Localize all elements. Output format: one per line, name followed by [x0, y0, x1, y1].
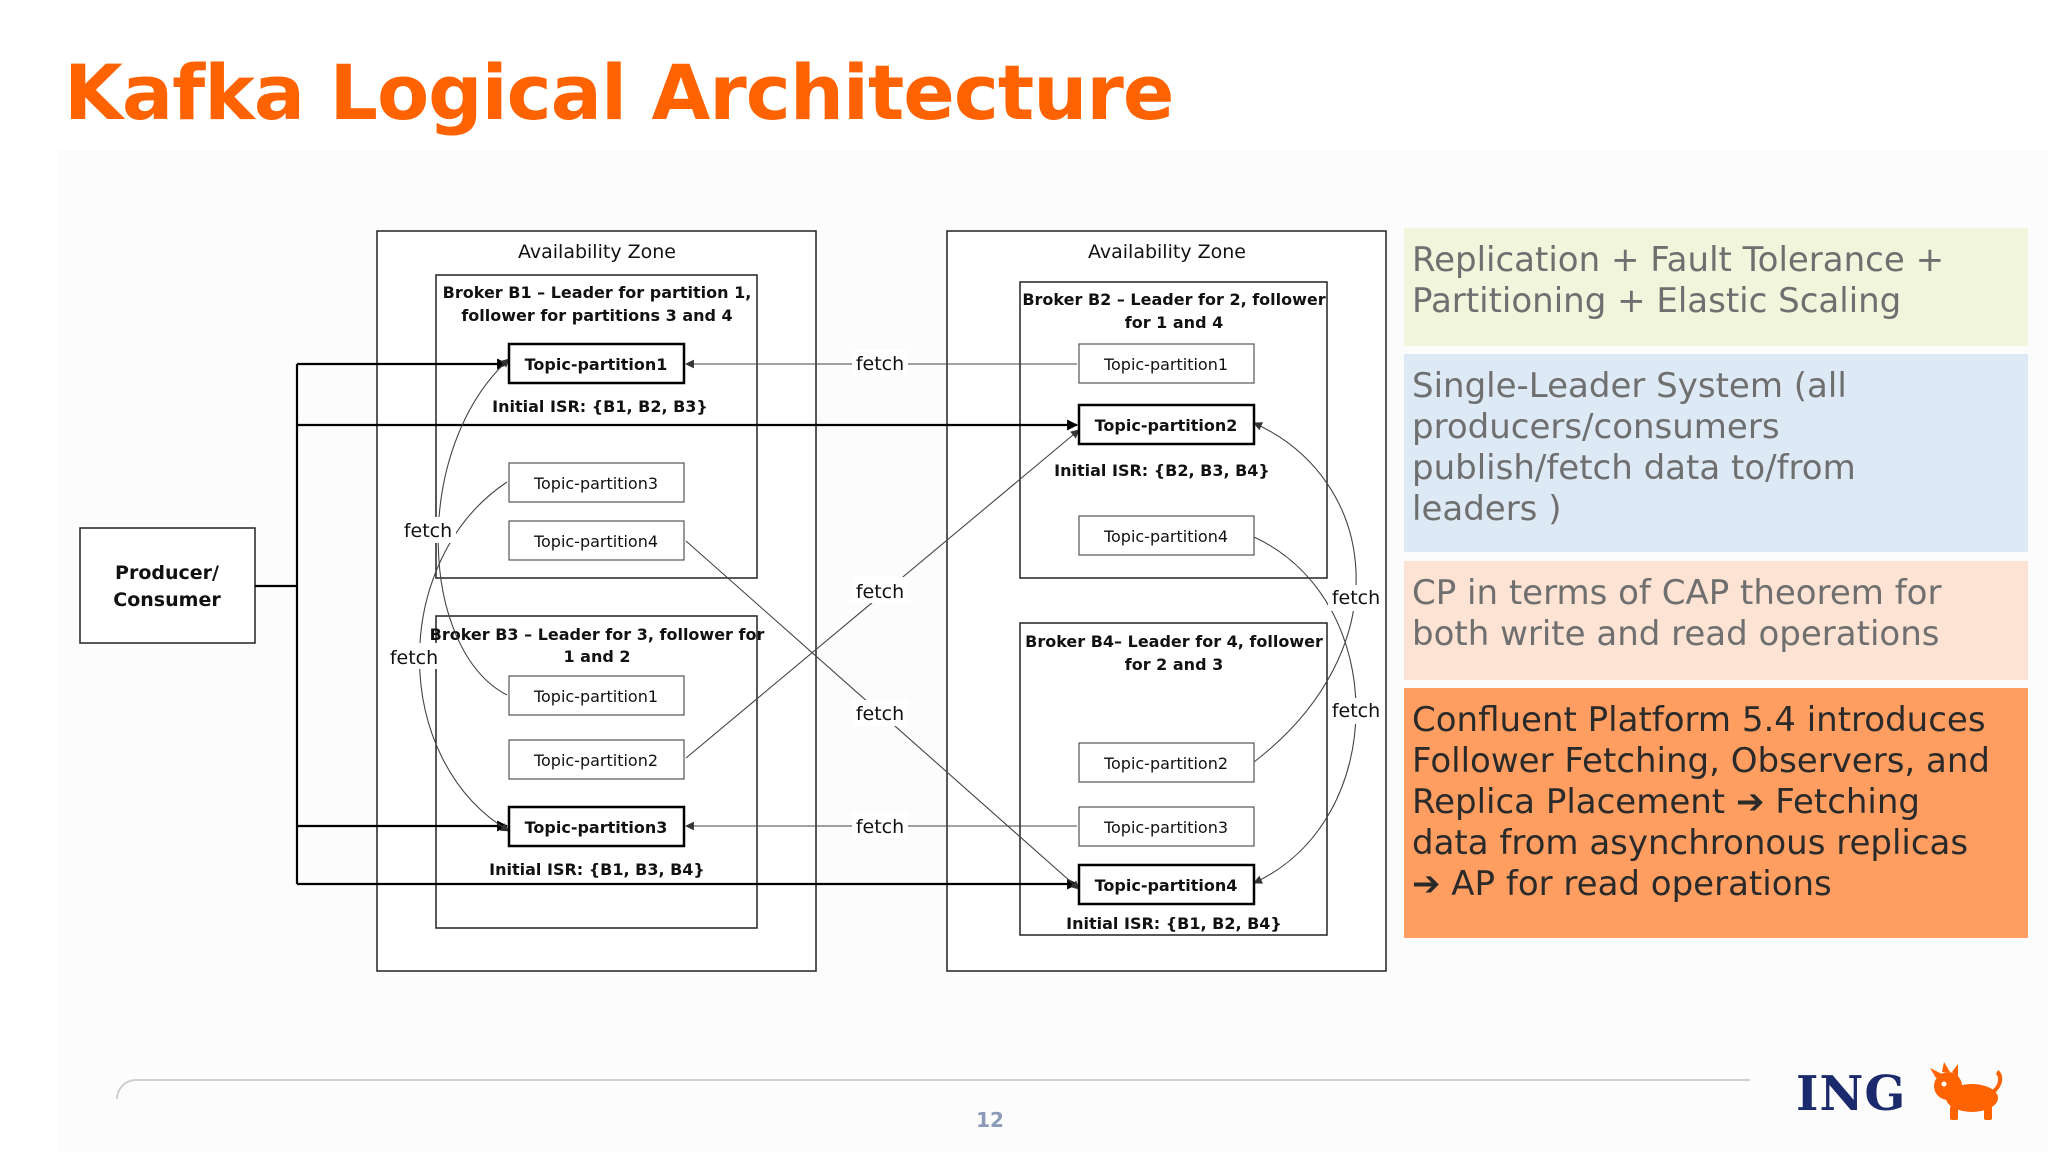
architecture-diagram: Availability Zone Availability Zone Brok…	[79, 230, 1387, 972]
b2-partition-4-label: Topic-partition4	[1103, 527, 1228, 546]
broker-b4-title-line1: Broker B4– Leader for 4, follower	[1025, 632, 1323, 651]
slide-title: Kafka Logical Architecture	[64, 48, 1174, 137]
info-box-line: Confluent Platform 5.4 introduces	[1412, 700, 1986, 740]
broker-b4-box	[1019, 622, 1328, 936]
fetch-label-bottom: fetch	[856, 816, 904, 838]
zone-label-left: Availability Zone	[518, 241, 676, 263]
logo-text: ING	[1796, 1066, 1907, 1122]
b2-partition-2-box	[1077, 403, 1256, 446]
pc-trunk	[255, 364, 299, 884]
b3-partition-1-label: Topic-partition1	[533, 687, 658, 706]
b3-partition-3-box	[507, 805, 686, 848]
b2-partition-1-label: Topic-partition1	[1103, 355, 1228, 374]
footer-divider	[116, 1079, 1750, 1099]
fetch-label-right-lower: fetch	[1332, 700, 1380, 722]
broker-b3-box	[435, 615, 758, 929]
fetch-label-top: fetch	[856, 353, 904, 375]
b4-partition-4-label: Topic-partition4	[1095, 876, 1238, 895]
b1-partition-1-label: Topic-partition1	[525, 355, 668, 374]
broker-b1-title-line1: Broker B1 – Leader for partition 1,	[443, 283, 752, 302]
fetch-label-cross-lower: fetch	[856, 703, 904, 725]
info-box-single-leader: Single-Leader System (all producers/cons…	[1404, 354, 2028, 552]
b2-partition-1-box	[1078, 343, 1255, 384]
b4-partition-3-label: Topic-partition3	[1103, 818, 1228, 837]
b4-partition-4-box	[1077, 863, 1256, 906]
info-box-line: producers/consumers	[1412, 407, 1780, 447]
broker-b4-title-line2: for 2 and 3	[1125, 655, 1223, 674]
info-box-line: Follower Fetching, Observers, and	[1412, 741, 1990, 781]
b4-partition-3-box	[1078, 806, 1255, 847]
broker-b1-title-line2: follower for partitions 3 and 4	[461, 306, 732, 325]
zone-label-right: Availability Zone	[1088, 241, 1246, 263]
b4-isr: Initial ISR: {B1, B2, B4}	[1066, 914, 1282, 933]
b3-partition-2-box	[508, 739, 685, 780]
info-box-line: Partitioning + Elastic Scaling	[1412, 281, 1902, 321]
info-box-line: leaders )	[1412, 489, 1562, 529]
fetch-b4-tp2-to-b2	[1253, 422, 1357, 763]
producer-consumer-label-line1: Producer/	[115, 562, 219, 584]
availability-zone-right	[946, 230, 1387, 972]
info-box-line: CP in terms of CAP theorem for	[1412, 573, 1942, 613]
b4-partition-2-box	[1078, 742, 1255, 783]
fetch-label-left-lower: fetch	[390, 647, 438, 669]
b3-partition-2-label: Topic-partition2	[533, 751, 658, 770]
b1-partition-4-label: Topic-partition4	[533, 532, 658, 551]
info-box-line: Single-Leader System (all	[1412, 366, 1847, 406]
info-box-line: ➔ AP for read operations	[1412, 864, 1832, 904]
broker-b2-title-line2: for 1 and 4	[1125, 313, 1223, 332]
producer-consumer-box	[79, 527, 256, 644]
fetch-label-right-upper: fetch	[1332, 587, 1380, 609]
info-box-cap: CP in terms of CAP theorem for both writ…	[1404, 561, 2028, 680]
info-box-line: both write and read operations	[1412, 614, 1940, 654]
fetch-b3-tp1-to-b1	[437, 358, 510, 696]
b1-partition-3-label: Topic-partition3	[533, 474, 658, 493]
broker-b2-title-line1: Broker B2 – Leader for 2, follower	[1022, 290, 1325, 309]
b2-isr: Initial ISR: {B2, B3, B4}	[1054, 461, 1270, 480]
broker-b3-title-line2: 1 and 2	[563, 647, 630, 666]
b3-isr: Initial ISR: {B1, B3, B4}	[489, 860, 705, 879]
b1-partition-3-box	[508, 462, 685, 503]
producer-consumer-label-line2: Consumer	[113, 589, 221, 611]
info-box-confluent: Confluent Platform 5.4 introduces Follow…	[1404, 688, 2028, 938]
fetch-label-cross-upper: fetch	[856, 581, 904, 603]
broker-b2-box	[1019, 281, 1328, 579]
page-number: 12	[976, 1108, 1004, 1132]
b1-isr: Initial ISR: {B1, B2, B3}	[492, 397, 708, 416]
b3-partition-1-box	[508, 675, 685, 716]
b2-partition-4-box	[1078, 515, 1255, 556]
info-box-line: Replication + Fault Tolerance +	[1412, 240, 1945, 280]
broker-b1-box	[435, 274, 758, 579]
b2-partition-2-label: Topic-partition2	[1095, 416, 1238, 435]
info-box-replication: Replication + Fault Tolerance + Partitio…	[1404, 228, 2028, 346]
info-box-line: data from asynchronous replicas	[1412, 823, 1969, 863]
info-box-line: publish/fetch data to/from	[1412, 448, 1856, 488]
lion-icon	[1930, 1062, 2003, 1120]
b4-partition-2-label: Topic-partition2	[1103, 754, 1228, 773]
b3-partition-3-label: Topic-partition3	[525, 818, 668, 837]
b1-partition-1-box	[507, 342, 686, 385]
info-box-line: Replica Placement ➔ Fetching	[1412, 782, 1921, 822]
broker-b3-title-line1: Broker B3 – Leader for 3, follower for	[430, 625, 765, 644]
fetch-label-left-upper: fetch	[404, 520, 452, 542]
b1-partition-4-box	[508, 520, 685, 561]
